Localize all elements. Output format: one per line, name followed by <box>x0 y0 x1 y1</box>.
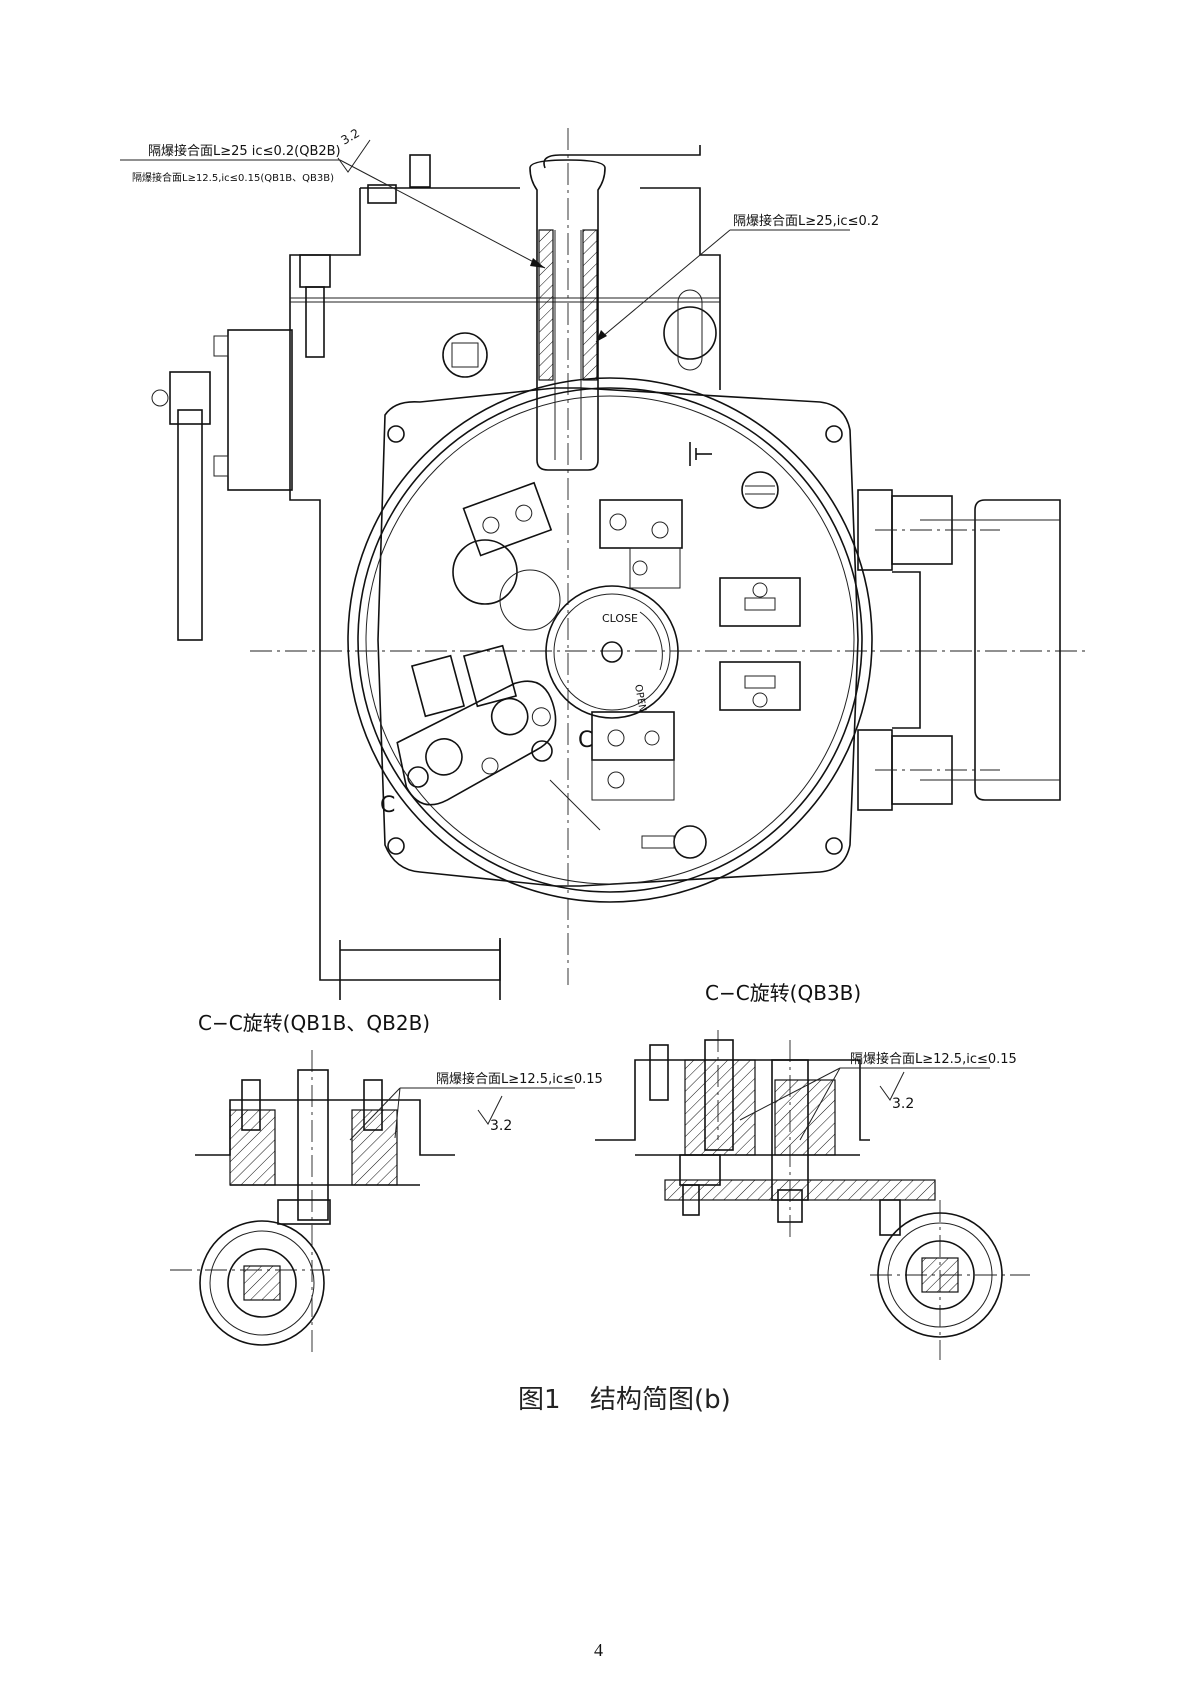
figure-caption: 结构简图(b) <box>590 1385 731 1415</box>
housing-cap <box>543 145 701 169</box>
section-mark-c2: C <box>380 793 395 818</box>
microswitch-pair-right <box>719 577 801 711</box>
potentiometer-plate <box>396 680 557 806</box>
flange-bolt <box>387 837 405 855</box>
ground-icon <box>689 442 712 466</box>
lower-housing <box>339 940 501 1000</box>
section-view-left: C−C旋转(QB1B、QB2B) 隔爆接合面L≥12.5,ic≤0.15 3.2 <box>170 1011 603 1355</box>
section-left-hatch-a <box>229 1109 276 1186</box>
terminal-block <box>462 644 518 708</box>
terminal-block <box>410 654 466 718</box>
indicator-lamp <box>741 471 779 509</box>
page-number: 4 <box>594 1640 603 1660</box>
section-left-shaft <box>297 1069 329 1221</box>
dial-close-label: CLOSE <box>602 612 638 625</box>
section-right-hatch-a <box>684 1059 756 1156</box>
bolt-head-top <box>367 184 397 204</box>
cover-flange <box>377 387 859 887</box>
figure-number: 图1 <box>518 1385 561 1415</box>
microswitch-top-right <box>599 499 683 589</box>
roughness-symbol-top <box>337 139 371 173</box>
cam-disc <box>452 539 518 605</box>
section-left-title: C−C旋转(QB1B、QB2B) <box>198 1011 430 1035</box>
handwheel-left-hub <box>243 1265 281 1301</box>
shaft-wall-left <box>538 229 554 381</box>
microswitch-bottom <box>591 711 675 801</box>
section-view-right: C−C旋转(QB3B) 隔爆接合面L≥12.5,ic≤0.15 3.2 <box>595 981 1030 1360</box>
flange-bolt <box>825 425 843 443</box>
bolt-shank-left <box>305 286 325 358</box>
housing-outline-left <box>289 188 501 981</box>
flange-bolt <box>387 425 405 443</box>
joint-note-2: 隔爆接合面L≥12.5,ic≤0.15(QB1B、QB3B) <box>132 171 334 184</box>
motor-end <box>974 499 1061 801</box>
section-mark-c: C <box>578 728 593 753</box>
section-left-body <box>195 1099 455 1156</box>
shaft-wall-right <box>582 229 598 381</box>
top-lug <box>409 154 431 188</box>
position-dial <box>545 585 679 719</box>
section-right-shaft <box>704 1039 734 1151</box>
gear-housing <box>892 571 921 729</box>
section-left-hatch-b <box>351 1109 398 1186</box>
bolt-head-left <box>299 254 331 288</box>
plug-right <box>663 306 717 360</box>
section-left-bolt-b <box>363 1079 383 1131</box>
lamp-bottom <box>673 825 707 859</box>
section-left-note: 隔爆接合面L≥12.5,ic≤0.15 <box>436 1071 603 1087</box>
cover-outer-ring <box>347 377 873 903</box>
handwheel-left <box>199 1220 325 1346</box>
dial-hub <box>601 641 623 663</box>
main-view: CLOSE OPEN C C 隔爆接合面L≥25 ic≤0.2(QB2B) 隔爆… <box>120 126 1090 1000</box>
section-left-roughness: 3.2 <box>490 1118 512 1134</box>
section-right-hatch-b <box>774 1079 836 1156</box>
plate-screw <box>407 766 429 788</box>
roughness-top: 3.2 <box>339 126 363 148</box>
plate-screw <box>531 740 553 762</box>
section-right-note: 隔爆接合面L≥12.5,ic≤0.15 <box>850 1051 1017 1067</box>
section-right-roughness: 3.2 <box>892 1096 914 1112</box>
handwheel-right <box>877 1212 1003 1338</box>
cover-inner-ring <box>357 387 863 893</box>
section-right-block <box>679 1154 721 1186</box>
leader-top-1-arrow <box>339 159 546 269</box>
section-right-title: C−C旋转(QB3B) <box>705 981 861 1005</box>
joint-note-1: 隔爆接合面L≥25 ic≤0.2(QB2B) <box>148 143 341 159</box>
section-right-bolt <box>649 1044 669 1101</box>
dial-scale <box>639 611 663 671</box>
lever-arm <box>177 409 203 641</box>
lever-hub <box>169 371 211 425</box>
shaft-housing <box>529 159 606 471</box>
flange-bolt <box>825 837 843 855</box>
joint-note-right: 隔爆接合面L≥25,ic≤0.2 <box>733 213 879 229</box>
lever-bracket <box>227 329 293 491</box>
microswitch-top-left <box>462 481 553 557</box>
plug-left <box>442 332 488 378</box>
dial-open-label: OPEN <box>632 684 648 713</box>
handwheel-right-hub <box>921 1257 959 1293</box>
section-left-coupling <box>277 1199 331 1225</box>
section-left-bolt-a <box>241 1079 261 1131</box>
